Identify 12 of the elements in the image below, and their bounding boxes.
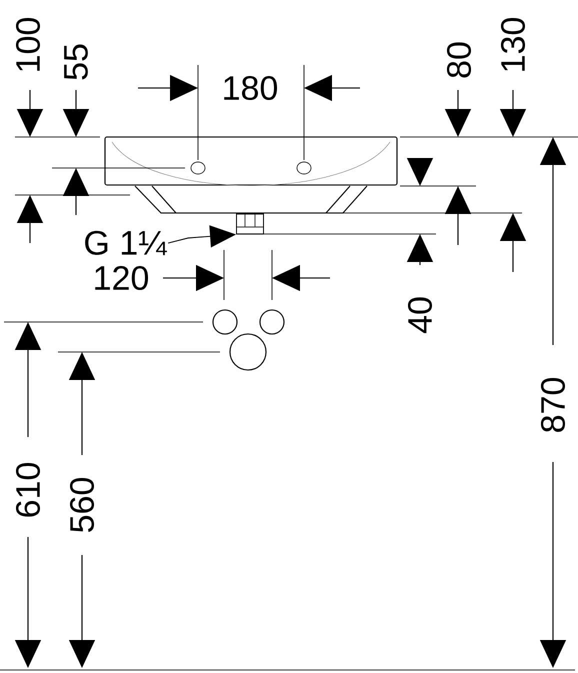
- dimension-label: 80: [446, 42, 472, 78]
- dimension-label: 40: [408, 297, 432, 334]
- dimension-label: 130: [500, 18, 526, 71]
- dimension-label: 180: [224, 76, 278, 100]
- drain-fitting: [236, 213, 264, 234]
- dimension-label: 120: [95, 266, 148, 290]
- dimension-label: 100: [16, 18, 40, 71]
- dimension-label: 870: [540, 378, 566, 432]
- dimension-label: 560: [70, 478, 94, 532]
- thread-label: G 1¼: [85, 230, 167, 256]
- dimension-label: 610: [16, 462, 40, 517]
- dimension-label: 55: [64, 44, 88, 80]
